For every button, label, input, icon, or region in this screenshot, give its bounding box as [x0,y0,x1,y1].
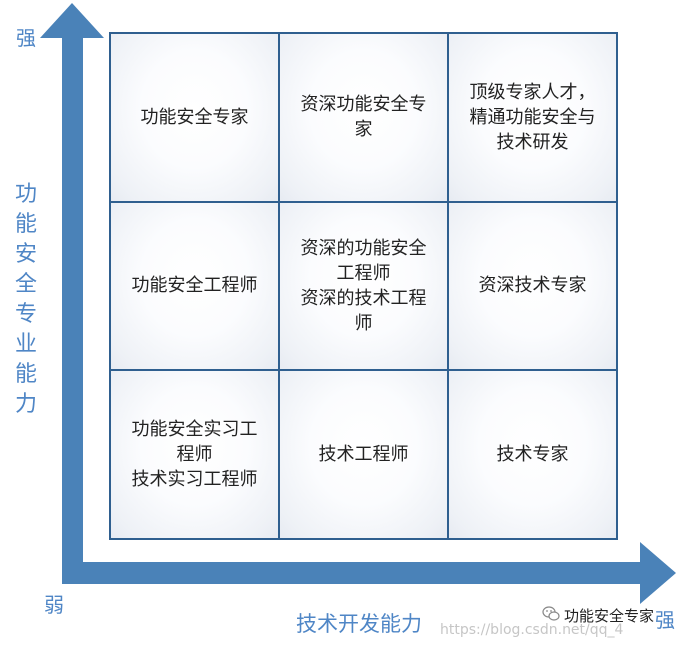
cell-bottom-middle: 技术工程师 [279,370,448,539]
x-axis-arrowhead [640,542,676,604]
watermark-brand: 功能安全专家 [564,607,655,625]
cell-middle-right: 资深技术专家 [448,201,617,371]
y-axis-strong-label: 强 [16,26,36,50]
cell-top-right: 顶级专家人才， 精通功能安全与 技术研发 [448,33,617,202]
x-axis-weak-label: 弱 [44,593,64,617]
cell-middle-left: 功能安全工程师 [110,201,279,371]
cell-bottom-right: 技术专家 [448,370,617,539]
y-axis-arrowhead [40,3,104,38]
x-axis-title: 技术开发能力 [296,612,422,636]
x-axis-shaft [62,562,654,584]
cell-center: 资深的功能安全 工程师 资深的技术工程 师 [279,201,448,371]
wechat-icon [542,606,560,621]
watermark-url: https://blog.csdn.net/qq_4 [440,622,624,638]
x-axis-strong-label: 强 [655,608,675,632]
cell-top-left: 功能安全专家 [110,33,279,202]
cell-bottom-left: 功能安全实习工 程师 技术实习工程师 [110,370,279,539]
cell-top-middle: 资深功能安全专 家 [279,33,448,202]
y-axis-shaft [62,34,83,584]
matrix-grid: 功能安全专家 资深功能安全专 家 顶级专家人才， 精通功能安全与 技术研发 功能… [109,32,618,540]
y-axis-title: 功能安全专业能力 [14,182,37,417]
